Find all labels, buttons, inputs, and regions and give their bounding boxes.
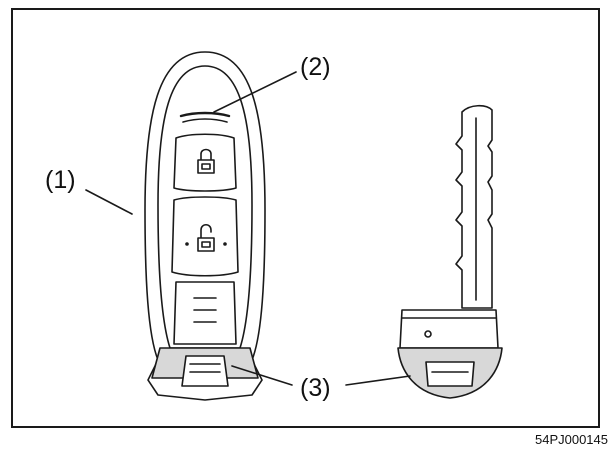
callout-emergency-key: (3)	[300, 374, 331, 402]
remote-lower-panel	[173, 281, 237, 345]
figure-id: 54PJ000145	[534, 432, 608, 447]
key-head	[399, 309, 499, 349]
leader-line-3a	[231, 365, 293, 386]
unlock-button	[171, 196, 239, 277]
indicator-light-slot-inner	[182, 118, 228, 123]
remote-fob	[144, 51, 266, 401]
lock-icon	[197, 148, 215, 174]
key-blade	[455, 104, 493, 309]
unlock-icon	[185, 223, 227, 252]
leader-line-3b	[345, 375, 411, 386]
callout-remote-body: (1)	[45, 166, 76, 194]
remote-key-tab	[181, 355, 229, 387]
emergency-key	[397, 104, 503, 399]
key-grip-slot	[425, 361, 475, 387]
leader-line-1	[85, 189, 133, 215]
callout-indicator-light: (2)	[300, 53, 331, 81]
figure-frame	[11, 8, 600, 428]
key-head-dot	[424, 330, 432, 338]
leader-line-2	[213, 71, 297, 113]
indicator-light-slot	[179, 111, 231, 118]
